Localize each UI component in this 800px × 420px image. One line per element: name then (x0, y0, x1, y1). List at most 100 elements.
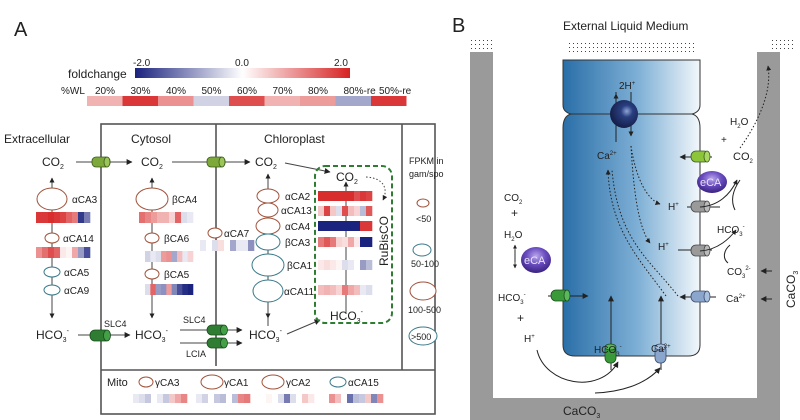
fpkm-oval-100-500 (409, 281, 437, 301)
fpkm-oval-acA5 (43, 266, 61, 278)
heatmap-cell (171, 251, 178, 262)
heatmap-cell (354, 191, 361, 201)
condition-label: 20% (95, 86, 115, 97)
condition-cell (371, 96, 407, 106)
heatmap-acA4 (318, 221, 373, 231)
fpkm-oval-50-100 (412, 243, 432, 257)
heatmap-cell (230, 240, 237, 251)
heatmap-cell (206, 240, 213, 251)
co2-channel-plasma (91, 156, 111, 168)
external-medium-title: External Liquid Medium (563, 19, 688, 33)
dot (617, 47, 618, 48)
fpkm-level-4: >500 (411, 332, 431, 342)
dot (569, 51, 570, 52)
heatmap-cell (365, 394, 372, 403)
heatmap-cell (360, 237, 367, 247)
heatmap-cell (342, 221, 349, 231)
label-extracellular: Extracellular (4, 132, 70, 146)
heatmap-gcA1 (196, 394, 251, 403)
dot (661, 51, 662, 52)
heatmap-cell (169, 394, 176, 403)
heatmap-cell (175, 394, 182, 403)
dot (653, 51, 654, 52)
heatmap-cell (175, 212, 182, 223)
dot (593, 51, 594, 52)
plus-left-1: + (511, 206, 518, 220)
dot (685, 43, 686, 44)
heatmap-cell (48, 247, 55, 258)
co2-pyrenoid: CO2 (336, 170, 358, 186)
ca-right: Ca2+ (726, 294, 746, 305)
label-mito: Mito (107, 377, 128, 389)
heatmap-cell (366, 191, 373, 201)
dot (475, 44, 476, 45)
heatmap-cell (248, 240, 255, 251)
fpkm-legend: FPKM in gam/spo <50 50-100 100-500 >500 (408, 156, 444, 346)
heatmap-cell (84, 247, 91, 258)
pyrenoid-box (314, 165, 393, 324)
dot (597, 43, 598, 44)
co2-right: CO2 (733, 151, 754, 165)
caco3-wall-bottom: CaCO3 (563, 404, 600, 420)
condition-cell (87, 96, 123, 106)
heatmap-acA11 (318, 285, 373, 295)
heatmap-cell (48, 212, 55, 223)
heatmap-cell (177, 284, 183, 295)
heatmap-cell (151, 394, 158, 403)
dot (625, 43, 626, 44)
gene-label: γCA3 (155, 378, 180, 389)
heatmap-cell (348, 285, 355, 295)
heatmap-cell (182, 284, 188, 295)
dot (669, 47, 670, 48)
heatmap-cell (84, 212, 91, 223)
co2-release-arrow (739, 65, 772, 149)
fpkm-oval-acA15 (329, 376, 347, 388)
dot (589, 43, 590, 44)
panel-a: A foldchange -2.0 0.0 2.0 %WL 20%30%40%5… (4, 19, 444, 415)
heatmap-cell (341, 394, 348, 403)
co2-chloroplast: CO2 (255, 155, 277, 171)
dot (641, 47, 642, 48)
heatmap-acA2 (318, 191, 373, 201)
heatmap-cell (336, 260, 343, 270)
dot (629, 47, 630, 48)
dot (475, 48, 476, 49)
h-channel-gray-2 (678, 229, 737, 257)
dot (641, 43, 642, 44)
slc4-transporter-chloroplast (206, 324, 228, 336)
fpkm-oval-bcA6 (144, 232, 160, 244)
heatmap-cell (208, 394, 215, 403)
heatmap-cell (330, 221, 337, 231)
dot (689, 47, 690, 48)
dot (621, 51, 622, 52)
fpkm-oval-acA2 (256, 188, 280, 204)
heatmap-cell (354, 206, 361, 216)
dot (491, 40, 492, 41)
heatmap-cell (139, 212, 146, 223)
heatmap-cell (354, 260, 361, 270)
fpkm-oval-gt500 (408, 326, 438, 346)
heatmap-cell (36, 247, 43, 258)
dot (577, 47, 578, 48)
dot (471, 48, 472, 49)
dot (597, 51, 598, 52)
foldchange-title: foldchange (68, 67, 127, 81)
heatmap-cell (169, 212, 176, 223)
label-chloroplast: Chloroplast (264, 132, 325, 146)
dot (780, 40, 781, 41)
dot (649, 47, 650, 48)
dot (593, 43, 594, 44)
heatmap-cell (342, 206, 349, 216)
dot (471, 44, 472, 45)
h2o-left: H2O (504, 230, 523, 243)
gene-label: γCA1 (224, 378, 249, 389)
dot (577, 51, 578, 52)
condition-cell (300, 96, 336, 106)
heatmap-cell (366, 206, 373, 216)
heatmap-cell (36, 212, 43, 223)
co3-right: CO32- (727, 266, 751, 280)
heatmap-cell (163, 212, 170, 223)
heatmap-cell (302, 394, 309, 403)
dot (581, 47, 582, 48)
ca-internal-label: Ca2+ (597, 151, 617, 162)
